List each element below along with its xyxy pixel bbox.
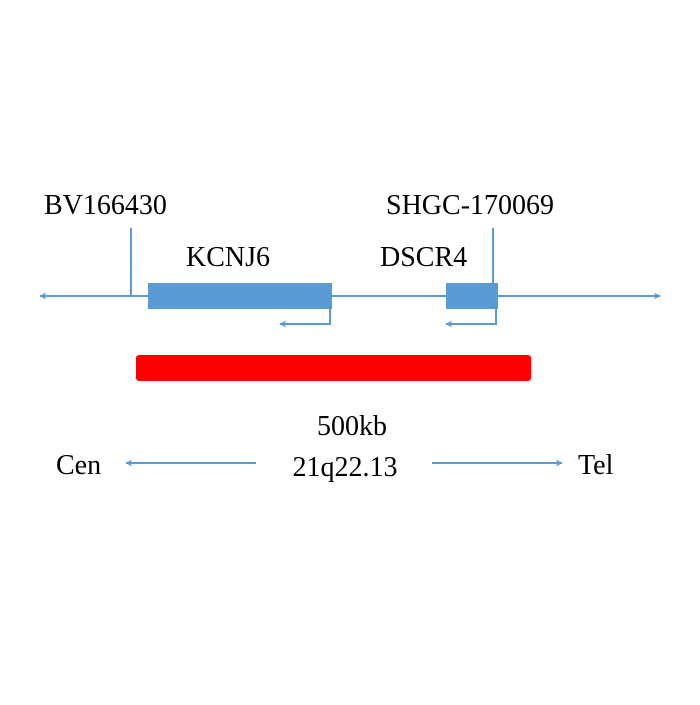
- strand-arrow-dscr4: [445, 309, 497, 328]
- region-size-label: 500kb: [317, 411, 387, 442]
- marker-label-left: BV166430: [44, 190, 167, 221]
- marker-label-right: SHGC-170069: [386, 190, 554, 221]
- orientation-label-cen: Cen: [56, 450, 101, 481]
- gene-block-dscr4: [446, 283, 498, 309]
- strand-arrow-kcnj6: [279, 309, 331, 328]
- gene-label-kcnj6: KCNJ6: [186, 242, 270, 273]
- gene-block-kcnj6: [148, 283, 332, 309]
- gene-label-dscr4: DSCR4: [380, 242, 467, 273]
- orientation-label-tel: Tel: [578, 450, 614, 481]
- region-bar: [136, 355, 531, 381]
- cytoband-label: 21q22.13: [293, 452, 398, 483]
